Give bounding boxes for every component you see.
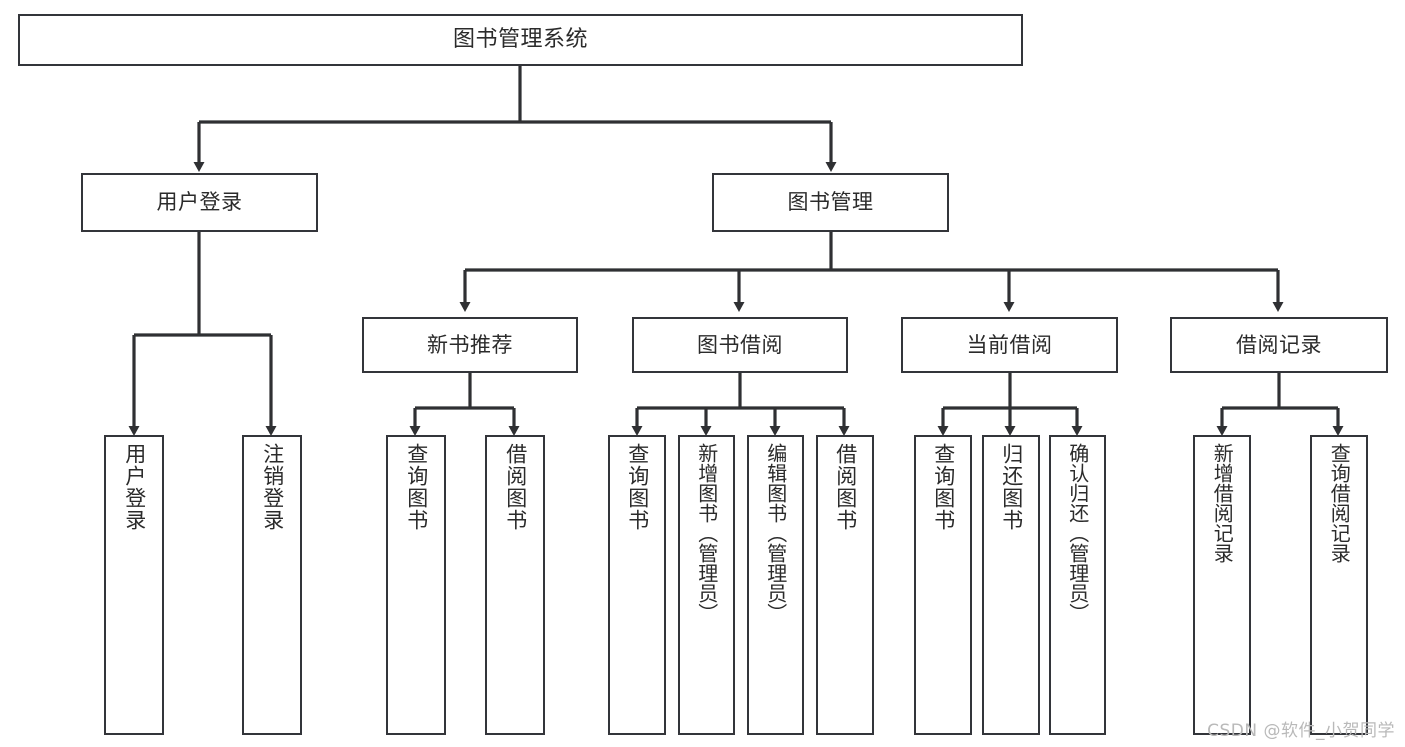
node-label: 图书借阅 [697,332,783,357]
node-label: 用户登录 [156,190,243,215]
leaf-borrow-edit-book-admin[interactable]: 编辑图书（管理员） [747,435,804,735]
leaf-record-add-borrow-record[interactable]: 新增借阅记录 [1193,435,1251,735]
node-label: 查询图书 [404,443,429,531]
node-current-borrow[interactable]: 当前借阅 [901,317,1118,373]
node-label: 借阅图书 [503,443,528,531]
node-book-management[interactable]: 图书管理 [712,173,949,232]
node-borrow-record[interactable]: 借阅记录 [1170,317,1388,373]
leaf-current-return-book[interactable]: 归还图书 [982,435,1040,735]
node-label: 借阅图书 [833,443,858,531]
node-label: 借阅记录 [1236,332,1322,357]
leaf-current-query-book[interactable]: 查询图书 [914,435,972,735]
leaf-user-login-logout[interactable]: 注销登录 [242,435,302,735]
leaf-recommend-borrow-book[interactable]: 借阅图书 [485,435,545,735]
leaf-user-login-login[interactable]: 用户登录 [104,435,164,735]
node-root-book-management-system[interactable]: 图书管理系统 [18,14,1023,66]
leaf-recommend-query-book[interactable]: 查询图书 [386,435,446,735]
node-label: 注销登录 [260,443,285,531]
node-label: 查询图书 [931,443,956,531]
node-label: 查询借阅记录 [1327,443,1352,563]
node-label: 新书推荐 [427,332,513,357]
node-new-book-recommendation[interactable]: 新书推荐 [362,317,578,373]
watermark-text: CSDN @软件_小贺同学 [1207,721,1395,741]
node-label: 图书管理系统 [452,27,588,53]
node-user-login[interactable]: 用户登录 [81,173,318,232]
node-label: 当前借阅 [966,332,1053,357]
node-label: 编辑图书（管理员） [763,443,788,623]
leaf-borrow-borrow-book[interactable]: 借阅图书 [816,435,874,735]
leaf-record-query-borrow-record[interactable]: 查询借阅记录 [1310,435,1368,735]
leaf-current-confirm-return-admin[interactable]: 确认归还（管理员） [1049,435,1106,735]
leaf-borrow-query-book[interactable]: 查询图书 [608,435,666,735]
node-label: 图书管理 [787,190,874,215]
node-book-borrow[interactable]: 图书借阅 [632,317,848,373]
node-label: 用户登录 [122,443,147,531]
node-label: 归还图书 [999,443,1024,531]
node-label: 确认归还（管理员） [1065,443,1090,623]
node-label: 新增图书（管理员） [694,443,719,623]
node-label: 新增借阅记录 [1210,443,1235,563]
node-label: 查询图书 [625,443,650,531]
leaf-borrow-add-book-admin[interactable]: 新增图书（管理员） [678,435,735,735]
